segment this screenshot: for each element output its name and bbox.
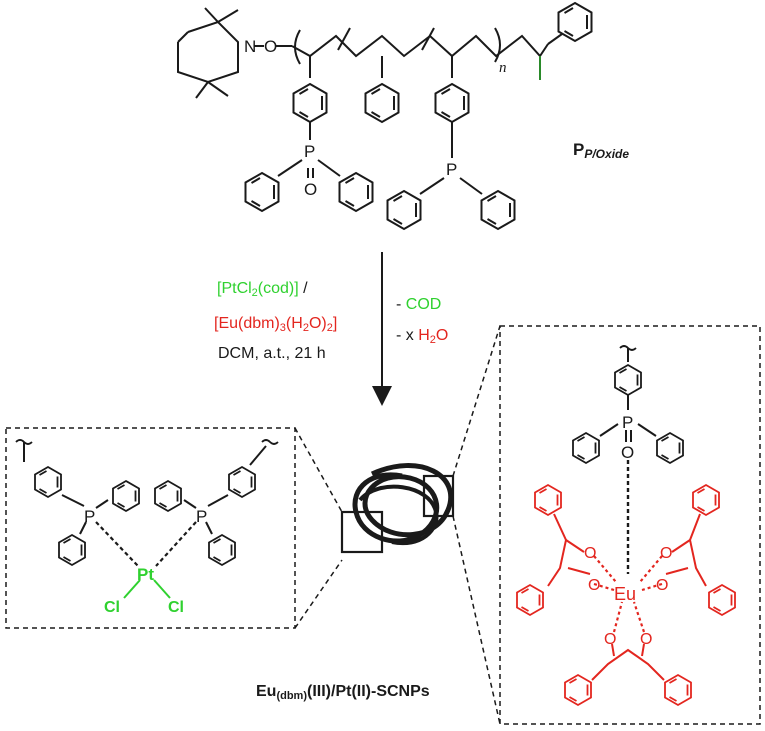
eu-complex-p-label: P: [622, 413, 633, 432]
scnp-nanoparticle: [340, 463, 455, 554]
eu-complex-structure: [516, 345, 736, 706]
phosphine-oxide-p-label: P: [304, 142, 315, 161]
polymer-label-sub: P/Oxide: [584, 147, 630, 161]
eu-o-label-3: O: [660, 545, 672, 562]
tempo-o-label: O: [264, 37, 277, 56]
phosphine-p-label: P: [446, 160, 457, 179]
reagent-pt: [PtCl2(cod)] /: [217, 280, 308, 299]
cl-left-label: Cl: [104, 599, 120, 616]
reagent-eu: [Eu(dbm)3(H2O)2]: [214, 315, 338, 334]
eu-complex-o-phosphine-label: O: [621, 443, 634, 462]
pt-complex-p-left: P: [84, 507, 95, 526]
eu-o-label-6: O: [640, 631, 652, 648]
polymer-backbone: [291, 34, 549, 58]
tempo-ring: [177, 20, 239, 84]
scnp-pt-site-box: [340, 510, 384, 554]
pt-complex-p-right: P: [196, 507, 207, 526]
eu-o-label-1: O: [584, 545, 596, 562]
byproduct-cod: - COD: [396, 296, 442, 313]
pt-atom-label: Pt: [137, 565, 154, 584]
pt-complex-structure: [15, 439, 279, 599]
polymer-label-main: P: [573, 140, 585, 159]
byproduct-water: - x H2O: [396, 327, 449, 346]
eu-atom-label: Eu: [614, 584, 636, 604]
zoom-lines: [294, 325, 501, 725]
pt-complex-box: [5, 427, 296, 629]
eu-o-label-2: O: [588, 577, 600, 594]
cl-right-label: Cl: [168, 599, 184, 616]
product-label: Eu(dbm)(III)/Pt(II)-SCNPs: [256, 683, 430, 702]
polymer-structure: [177, 2, 593, 230]
scnp-eu-site-box: [422, 474, 455, 518]
tempo-n-label: N: [244, 37, 256, 56]
eu-o-label-4: O: [656, 577, 668, 594]
phosphine-oxide-o-label: O: [304, 180, 317, 199]
polymer-label: PP/Oxide: [573, 140, 629, 160]
eu-complex-box: [499, 325, 761, 725]
eu-o-label-5: O: [604, 631, 616, 648]
repeat-n-label: n: [499, 60, 507, 76]
reaction-conditions: DCM, a.t., 21 h: [218, 345, 326, 362]
